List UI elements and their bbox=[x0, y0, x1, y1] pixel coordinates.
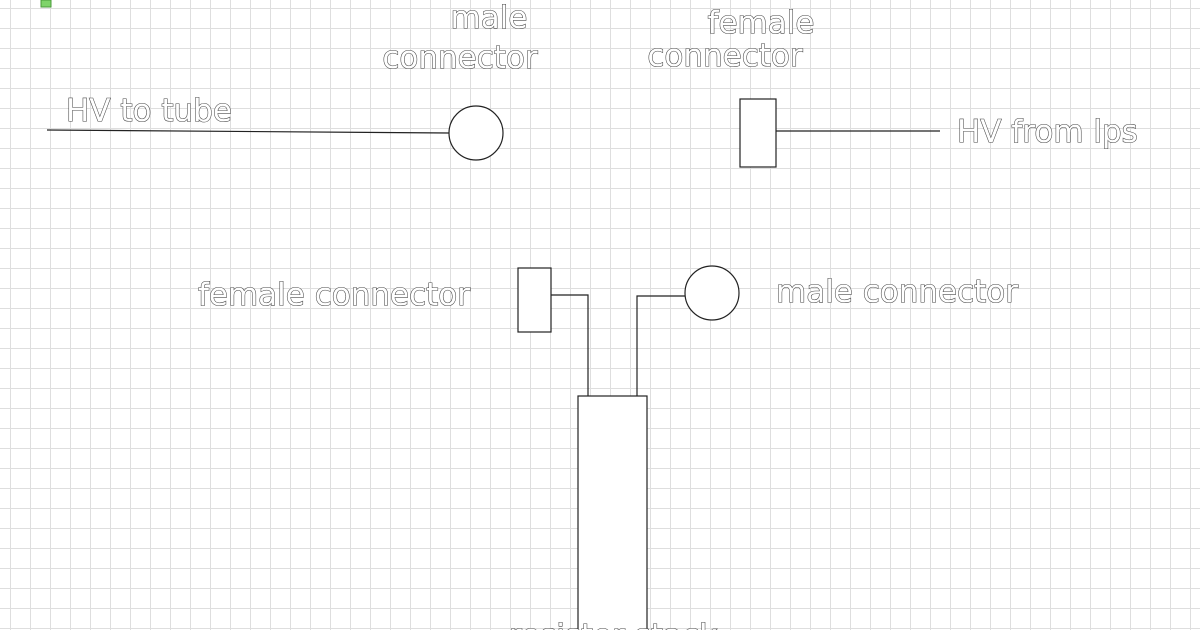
male-to-stack-wire bbox=[636, 295, 685, 396]
female-connector-mid[interactable] bbox=[517, 267, 552, 333]
selection-marker[interactable] bbox=[40, 0, 52, 8]
hv-from-lps-label: HV from lps bbox=[957, 114, 1138, 150]
female-connector-top[interactable] bbox=[739, 98, 777, 168]
hv-to-tube-label: HV to tube bbox=[66, 93, 232, 129]
resistor-stack[interactable] bbox=[577, 395, 648, 630]
female-connector-top-label-line1: female bbox=[708, 5, 815, 41]
hv-to-tube-wire bbox=[46, 129, 450, 134]
male-connector-mid-label: male connector bbox=[776, 274, 1018, 310]
male-connector-top-label-line2: connector bbox=[382, 40, 538, 76]
male-connector-top-label-line1: male bbox=[451, 0, 528, 36]
resistor-stack-label: resistor stack bbox=[509, 618, 717, 630]
female-connector-mid-label: female connector bbox=[198, 277, 470, 313]
female-connector-top-label-line2: connector bbox=[647, 38, 803, 74]
male-connector-top[interactable] bbox=[448, 105, 504, 161]
female-to-stack-wire bbox=[551, 294, 589, 396]
male-connector-mid[interactable] bbox=[684, 265, 740, 321]
